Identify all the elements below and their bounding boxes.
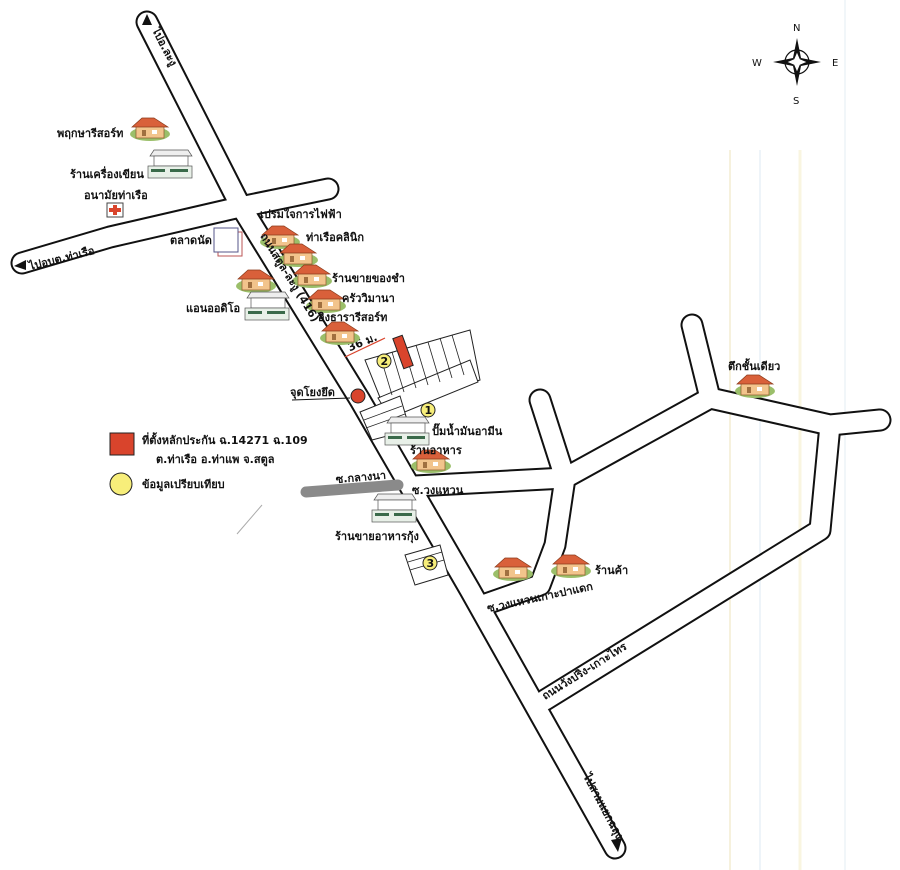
shrimp-shop-icon [371,493,417,523]
compass-s: S [793,96,799,107]
comparison-marker-3: 3 [422,555,438,571]
comparison-marker-1: 1 [420,402,436,418]
legend-collateral-line1: ที่ตั้งหลักประกัน ฉ.14271 ฉ.109 [142,432,308,447]
arrow-south-icon [611,838,622,852]
audio-shop-icon [244,291,290,321]
stationery-shop-icon [147,149,193,179]
legend-collateral-swatch [109,432,135,456]
svg-text:1: 1 [425,404,433,417]
market-icon [213,227,243,257]
legend-comparison: ข้อมูลเปรียบเทียบ [142,478,225,492]
label-single-building: ตึกชั้นเดียว [728,358,780,373]
label-gas-station: ปั๊มน้ำมันอามีน [432,423,503,438]
label-market: ตลาดนัด [170,234,212,247]
label-soi-klangna: ซ.กลางนา [335,469,386,486]
label-resort1: พฤกษารีสอร์ท [57,127,123,140]
resort-house-icon [129,117,171,142]
tie-point-label: จุดโยงยึด [290,385,335,400]
label-soi-wongwaen: ซ.วงแหวน [412,484,464,497]
collateral-plot [392,334,414,370]
label-resort2: อิงธารารีสอร์ท [318,311,388,324]
single-building-house-icon [734,374,776,399]
label-clinic: ท่าเรือคลินิก [306,231,364,244]
legend: ที่ตั้งหลักประกัน ฉ.14271 ฉ.109 ต.ท่าเรื… [109,432,308,496]
stray-mark [236,504,263,535]
label-audio: แอนออดิโอ [186,301,240,315]
health-center-icon [106,202,124,218]
label-stationery: ร้านเครื่องเขียน [70,166,144,181]
legend-comparison-swatch [109,472,133,496]
label-premjai: เปรมใจการไฟฟ้า [260,207,342,221]
arrow-west-icon [14,260,26,270]
svg-text:2: 2 [381,355,389,368]
compass-n: N [793,23,800,34]
arrow-north-icon [142,14,152,25]
house-icon [492,557,534,582]
compass-rose-icon: N S E W [752,23,838,107]
svg-text:3: 3 [427,557,435,570]
gas-station-icon [384,416,430,446]
label-kitchen: ครัววิมานา [342,292,395,305]
distance-arrow [344,337,386,358]
tie-point-leader [291,397,351,401]
label-shop: ร้านค้า [595,564,628,577]
label-restaurant: ร้านอาหาร [410,444,462,457]
compass-w: W [752,58,762,69]
comparison-marker-2: 2 [376,353,392,369]
label-wangpring-road: ถนนวังปริง-เกาะไทร [539,639,629,702]
label-shrimp-shop: ร้านขายอาหารกุ้ง [335,530,419,544]
legend-collateral-line2: ต.ท่าเรือ อ.ท่าแพ จ.สตูล [156,453,275,467]
tie-point-marker [350,388,366,404]
label-grocery: ร้านขายของชำ [332,272,405,285]
label-health-center: อนามัยท่าเรือ [84,189,148,202]
soi-klangna-road [300,479,404,498]
compass-e: E [832,58,838,69]
